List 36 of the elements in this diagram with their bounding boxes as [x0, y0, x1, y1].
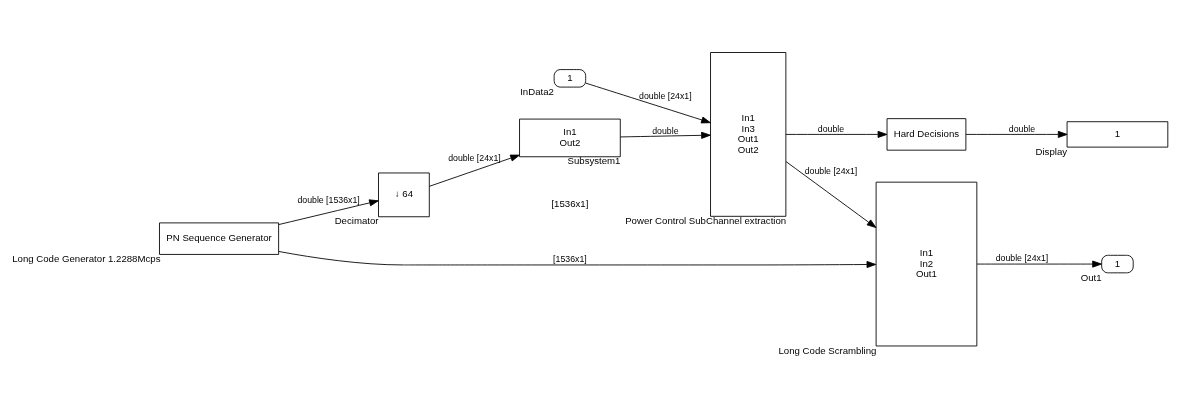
arrow [620, 131, 711, 139]
edge-label: double [817, 123, 845, 134]
node-box: 1 [553, 68, 587, 88]
node-label: Long Code Generator 1.2288Mcps [12, 252, 161, 264]
edge-label: double [24x1] [804, 165, 858, 176]
edge-label: [1536x1] [553, 253, 587, 264]
node-label: Display [1035, 145, 1068, 157]
edge-label: double [24x1] [448, 152, 501, 163]
arrow [278, 250, 877, 268]
node-box: Hard Decisions [886, 117, 967, 151]
arrow [428, 154, 520, 187]
node-label: Power Control SubChannel extraction [625, 214, 787, 226]
edge-label: double [1536x1] [297, 194, 360, 205]
arrow [785, 160, 877, 228]
node-box: PN Sequence Generator [159, 221, 280, 255]
edge-label: double [652, 125, 679, 136]
node-label: Decimator [334, 214, 379, 226]
arrow [965, 130, 1068, 138]
node-box: In1 In2 Out1 [875, 181, 978, 346]
label: [1536x1] [551, 197, 589, 209]
arrow [278, 198, 379, 225]
edge-label: double [1008, 123, 1036, 134]
node-label: Subsystem1 [567, 154, 621, 166]
node-label: Out1 [1080, 271, 1102, 283]
arrow [585, 82, 711, 123]
node-box: In1 Out2 [519, 118, 621, 157]
node-label: Long Code Scrambling [778, 344, 877, 356]
node-box: 1 [1066, 120, 1169, 148]
arrow [785, 130, 888, 138]
edge-label: double [24x1] [639, 90, 692, 101]
arrow [976, 260, 1102, 268]
node-box: 1 [1101, 254, 1134, 273]
node-box: In1 In3 Out1 Out2 [710, 51, 787, 217]
node-label: InData2 [520, 85, 554, 97]
node-box: ↓ 64 [378, 172, 430, 217]
edge-label: double [24x1] [995, 252, 1049, 263]
